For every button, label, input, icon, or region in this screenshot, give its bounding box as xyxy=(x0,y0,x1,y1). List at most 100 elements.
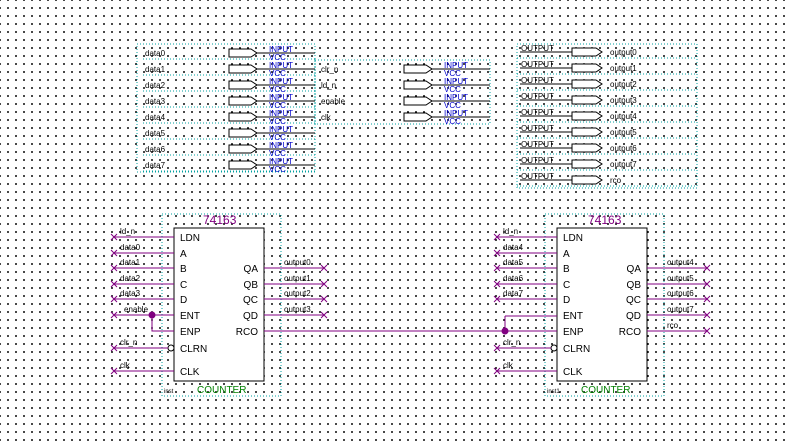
control-input-frame xyxy=(314,59,491,125)
output-pin-symbol[interactable] xyxy=(571,63,603,73)
input-pin-symbol[interactable] xyxy=(228,160,258,170)
output-net-label: output4 xyxy=(610,112,637,121)
control-pin-symbol[interactable] xyxy=(403,64,433,74)
vcc-label: VCC xyxy=(269,149,286,158)
pin-net-label: clk xyxy=(503,361,514,370)
output-pin-symbol[interactable] xyxy=(571,111,603,121)
output-pin-symbol[interactable] xyxy=(571,159,603,169)
pin-net-label: enable xyxy=(124,305,149,314)
wire-stub-x xyxy=(110,344,118,352)
wire-stub-x xyxy=(493,344,501,352)
control-pin-symbol[interactable] xyxy=(403,80,433,90)
pin-label-clrn: CLRN xyxy=(563,344,590,355)
wire-stub-x xyxy=(703,295,711,303)
input-pin-symbol[interactable] xyxy=(228,64,258,74)
input-type-label: INPUT xyxy=(444,93,468,102)
output-type-label: OUTPUT xyxy=(521,108,554,117)
output-net-label: output5 xyxy=(610,128,637,137)
pin-net-label: rco xyxy=(667,321,679,330)
output-pin-symbol[interactable] xyxy=(571,47,603,57)
input-pin-symbol[interactable] xyxy=(228,144,258,154)
wire-stub-x xyxy=(110,233,118,241)
input-net-label: data3 xyxy=(145,97,166,106)
input-type-label: INPUT xyxy=(269,77,293,86)
counter1-footer: COUNTER xyxy=(581,385,630,396)
pin-net-label: output4 xyxy=(667,258,694,267)
output-net-label: output0 xyxy=(610,48,637,57)
wire-stub-x xyxy=(110,249,118,257)
inverter-bubble xyxy=(550,344,558,352)
output-pin-symbol[interactable] xyxy=(571,127,603,137)
pin-label-ent: ENT xyxy=(180,311,200,322)
vcc-label: VCC xyxy=(444,117,461,126)
pin-net-label: output0 xyxy=(284,258,311,267)
pin-net-label: output2 xyxy=(284,289,311,298)
pin-label-rco: RCO xyxy=(619,327,641,338)
counter0-body[interactable] xyxy=(173,227,265,382)
vcc-label: VCC xyxy=(269,53,286,62)
pin-label-qc: QC xyxy=(626,295,641,306)
input-type-label: INPUT xyxy=(269,61,293,70)
pin-label-a: A xyxy=(563,249,570,260)
output-net-label: output1 xyxy=(610,64,637,73)
input-pin-symbol[interactable] xyxy=(228,48,258,58)
control-pin-symbol[interactable] xyxy=(403,112,433,122)
vcc-label: VCC xyxy=(269,101,286,110)
counter0-footer: COUNTER xyxy=(197,385,246,396)
wire-stub-x xyxy=(320,264,328,272)
input-type-label: INPUT xyxy=(444,109,468,118)
output-type-label: OUTPUT xyxy=(521,60,554,69)
pin-label-a: A xyxy=(180,249,187,260)
wire-stub-x xyxy=(493,367,501,375)
pin-net-label: data5 xyxy=(503,258,524,267)
counter0-frame xyxy=(161,213,282,397)
output-pin-symbol[interactable] xyxy=(571,95,603,105)
output-type-label: OUTPUT xyxy=(521,44,554,53)
output-pin-symbol[interactable] xyxy=(571,79,603,89)
vcc-label: VCC xyxy=(444,101,461,110)
enable-tie-wire xyxy=(151,314,174,332)
input-type-label: INPUT xyxy=(269,125,293,134)
pin-net-label: output6 xyxy=(667,289,694,298)
input-net-label: data5 xyxy=(145,129,166,138)
pin-net-label: clk xyxy=(120,361,131,370)
pin-label-clk: CLK xyxy=(180,367,200,378)
input-type-label: INPUT xyxy=(444,77,468,86)
wire-stub-x xyxy=(493,264,501,272)
pin-label-b: B xyxy=(180,264,187,275)
output-pin-symbol[interactable] xyxy=(571,175,603,185)
input-type-label: INPUT xyxy=(269,45,293,54)
counter1-body[interactable] xyxy=(556,227,648,382)
output-pin-symbol[interactable] xyxy=(571,143,603,153)
pin-label-enp: ENP xyxy=(563,327,584,338)
counter0-title: 74163 xyxy=(203,213,237,227)
pin-label-qc: QC xyxy=(243,295,258,306)
input-pin-symbol[interactable] xyxy=(228,96,258,106)
control-pin-symbol[interactable] xyxy=(403,96,433,106)
pin-label-c: C xyxy=(180,280,187,291)
input-pin-symbol[interactable] xyxy=(228,128,258,138)
pin-label-qd: QD xyxy=(243,311,258,322)
pin-net-label: output7 xyxy=(667,305,694,314)
pin-label-qb: QB xyxy=(244,280,259,291)
vcc-label: VCC xyxy=(269,69,286,78)
control-net-label: enable xyxy=(321,97,346,106)
pin-net-label: output5 xyxy=(667,274,694,283)
output-type-label: OUTPUT xyxy=(521,124,554,133)
input-net-label: data0 xyxy=(145,49,166,58)
wire-stub-x xyxy=(703,327,711,335)
pin-label-b: B xyxy=(563,264,570,275)
input-type-label: INPUT xyxy=(444,61,468,70)
wire-stub-x xyxy=(703,311,711,319)
pin-label-qd: QD xyxy=(626,311,641,322)
input-pin-symbol[interactable] xyxy=(228,80,258,90)
output-net-label: output6 xyxy=(610,144,637,153)
output-type-label: OUTPUT xyxy=(521,156,554,165)
output-type-label: OUTPUT xyxy=(521,92,554,101)
input-pin-symbol[interactable] xyxy=(228,112,258,122)
input-type-label: INPUT xyxy=(269,93,293,102)
pin-label-qa: QA xyxy=(244,264,259,275)
pin-net-label: output3 xyxy=(284,305,311,314)
input-type-label: INPUT xyxy=(269,109,293,118)
output-net-label: output7 xyxy=(610,160,637,169)
